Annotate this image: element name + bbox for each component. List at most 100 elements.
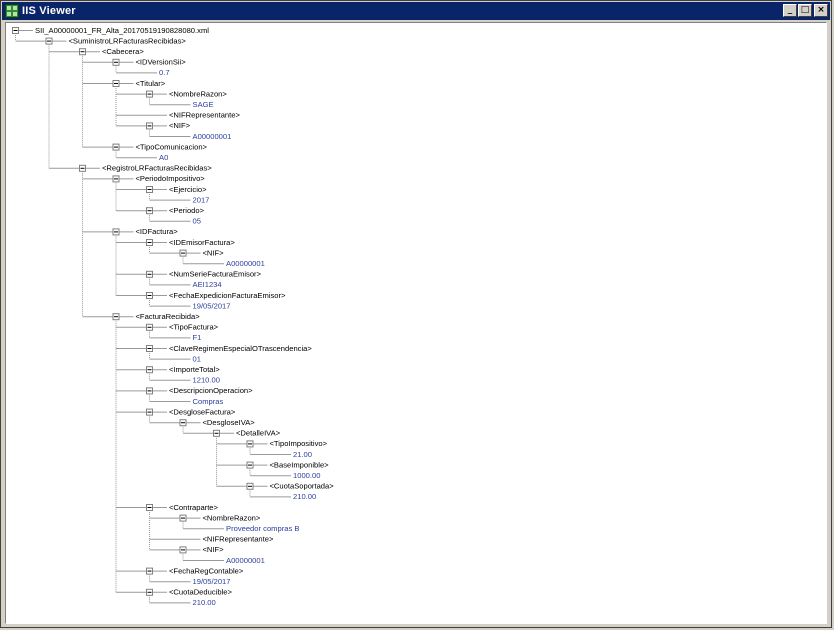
tree-node-tag[interactable]: <NIF> xyxy=(203,248,225,257)
tree-node-tag[interactable]: <IDEmisorFactura> xyxy=(169,238,235,247)
tree-value[interactable]: SAGE xyxy=(193,100,214,109)
tree-node-tag[interactable]: <DescripcionOperacion> xyxy=(169,386,253,395)
tree-node-tag[interactable]: <Contraparte> xyxy=(169,503,219,512)
tree-value[interactable]: 21.00 xyxy=(293,450,312,459)
tree-node-tag[interactable]: <Ejercicio> xyxy=(169,185,207,194)
tree-value[interactable]: 19/05/2017 xyxy=(193,577,231,586)
collapse-icon[interactable] xyxy=(45,37,53,45)
tree-node-tag[interactable]: <CuotaDeducible> xyxy=(169,588,232,597)
tree-node-tag[interactable]: <NumSerieFacturaEmisor> xyxy=(169,270,262,279)
collapse-icon[interactable] xyxy=(146,588,153,596)
tree-value[interactable]: A00000001 xyxy=(226,259,265,268)
tree-node-tag[interactable]: <FechaRegContable> xyxy=(169,566,244,575)
tree-node-tag[interactable]: <ImporteTotal> xyxy=(169,365,220,374)
tree-node-tag[interactable]: <NIF> xyxy=(203,545,225,554)
collapse-icon[interactable] xyxy=(146,345,153,352)
collapse-icon[interactable] xyxy=(246,461,254,469)
tree-node-tag[interactable]: <Cabecera> xyxy=(102,47,144,56)
collapse-icon[interactable] xyxy=(146,567,153,575)
collapse-icon[interactable] xyxy=(146,323,153,331)
tree-node-tag[interactable]: <FechaExpedicionFacturaEmisor> xyxy=(169,291,286,300)
collapse-icon[interactable] xyxy=(146,270,153,278)
tree-value[interactable]: A00000001 xyxy=(226,556,265,565)
collapse-icon[interactable] xyxy=(12,27,19,34)
tree-value[interactable]: 1000.00 xyxy=(293,471,320,480)
collapse-icon[interactable] xyxy=(146,408,153,416)
xml-tree: SII_A00000001_FR_Alta_20170519190828080.… xyxy=(12,26,335,607)
close-button[interactable]: × xyxy=(814,4,828,17)
title-bar[interactable]: IIS Viewer _ □ × xyxy=(2,2,830,20)
tree-root-file[interactable]: SII_A00000001_FR_Alta_20170519190828080.… xyxy=(35,26,209,35)
maximize-icon: □ xyxy=(800,5,810,15)
tree-node-tag[interactable]: <IDVersionSii> xyxy=(136,58,187,67)
collapse-icon[interactable] xyxy=(179,419,187,427)
collapse-icon[interactable] xyxy=(213,429,220,437)
tree-value[interactable]: A00000001 xyxy=(193,132,232,141)
collapse-icon[interactable] xyxy=(146,504,153,511)
collapse-icon[interactable] xyxy=(112,175,120,183)
tree-view[interactable]: SII_A00000001_FR_Alta_20170519190828080.… xyxy=(5,22,827,624)
tree-value[interactable]: 210.00 xyxy=(193,598,216,607)
tree-node-tag[interactable]: <NombreRazon> xyxy=(169,89,227,98)
collapse-icon[interactable] xyxy=(112,58,120,66)
tree-node-tag[interactable]: <DetalleIVA> xyxy=(236,429,281,438)
tree-value[interactable]: 1210.00 xyxy=(193,376,220,385)
collapse-icon[interactable] xyxy=(146,292,153,299)
window-title: IIS Viewer xyxy=(22,5,76,17)
tree-node-tag[interactable]: <IDFactura> xyxy=(136,227,179,236)
tree-value[interactable]: A0 xyxy=(159,153,168,162)
tree-node-tag[interactable]: <Periodo> xyxy=(169,206,205,215)
maximize-button[interactable]: □ xyxy=(798,4,812,17)
collapse-icon[interactable] xyxy=(179,249,187,257)
tree-node-tag[interactable]: <CuotaSoportada> xyxy=(270,482,335,491)
tree-node-tag[interactable]: <RegistroLRFacturasRecibidas> xyxy=(102,164,212,173)
tree-node-tag[interactable]: <FacturaRecibida> xyxy=(136,312,201,321)
collapse-icon[interactable] xyxy=(146,366,153,374)
collapse-icon[interactable] xyxy=(146,239,153,246)
tree-connectors xyxy=(15,30,291,604)
collapse-icon[interactable] xyxy=(112,80,120,87)
minimize-button[interactable]: _ xyxy=(783,4,797,17)
collapse-icon[interactable] xyxy=(112,228,120,236)
collapse-icon[interactable] xyxy=(79,164,86,172)
tree-node-tag[interactable]: <NIFRepresentante> xyxy=(169,111,240,120)
tree-value[interactable]: Compras xyxy=(193,397,224,406)
collapse-icon[interactable] xyxy=(146,122,153,130)
tree-node-tag[interactable]: <PeriodoImpositivo> xyxy=(136,174,206,183)
tree-value[interactable]: 210.00 xyxy=(293,492,316,501)
collapse-icon[interactable] xyxy=(79,48,86,56)
tree-value[interactable]: F1 xyxy=(193,333,202,342)
collapse-icon[interactable] xyxy=(146,207,153,215)
collapse-icon[interactable] xyxy=(146,186,153,193)
collapse-icon[interactable] xyxy=(179,546,187,554)
tree-value[interactable]: 2017 xyxy=(193,195,210,204)
tree-value[interactable]: 01 xyxy=(193,354,201,363)
tree-value[interactable]: 05 xyxy=(193,217,201,226)
collapse-icon[interactable] xyxy=(146,90,153,98)
collapse-icon[interactable] xyxy=(112,313,120,321)
tree-node-tag[interactable]: <TipoComunicacion> xyxy=(136,142,208,151)
collapse-icon[interactable] xyxy=(246,482,254,490)
collapse-icon[interactable] xyxy=(146,387,153,395)
minimize-icon: _ xyxy=(787,5,793,15)
tree-value[interactable]: AEI1234 xyxy=(193,280,222,289)
collapse-icon[interactable] xyxy=(246,440,254,448)
tree-value[interactable]: 0.7 xyxy=(159,68,170,77)
tree-node-tag[interactable]: <TipoFactura> xyxy=(169,323,219,332)
tree-node-tag[interactable]: <Titular> xyxy=(136,79,166,88)
app-icon xyxy=(5,4,19,18)
tree-value[interactable]: 19/05/2017 xyxy=(193,301,231,310)
tree-node-tag[interactable]: <SuministroLRFacturasRecibidas> xyxy=(69,36,187,45)
collapse-icon[interactable] xyxy=(179,514,187,522)
tree-node-tag[interactable]: <DesgloseFactura> xyxy=(169,407,236,416)
tree-value[interactable]: Proveedor compras B xyxy=(226,524,299,533)
tree-node-tag[interactable]: <TipoImpositivo> xyxy=(270,439,328,448)
tree-node-tag[interactable]: <ClaveRegimenEspecialOTrascendencia> xyxy=(169,344,312,353)
tree-node-tag[interactable]: <NIF> xyxy=(169,121,191,130)
tree-node-tag[interactable]: <NombreRazon> xyxy=(203,513,261,522)
tree-node-tag[interactable]: <DesgloseIVA> xyxy=(203,418,256,427)
tree-node-tag[interactable]: <NIFRepresentante> xyxy=(203,535,274,544)
collapse-icon[interactable] xyxy=(112,143,120,151)
tree-node-tag[interactable]: <BaseImponible> xyxy=(270,460,330,469)
